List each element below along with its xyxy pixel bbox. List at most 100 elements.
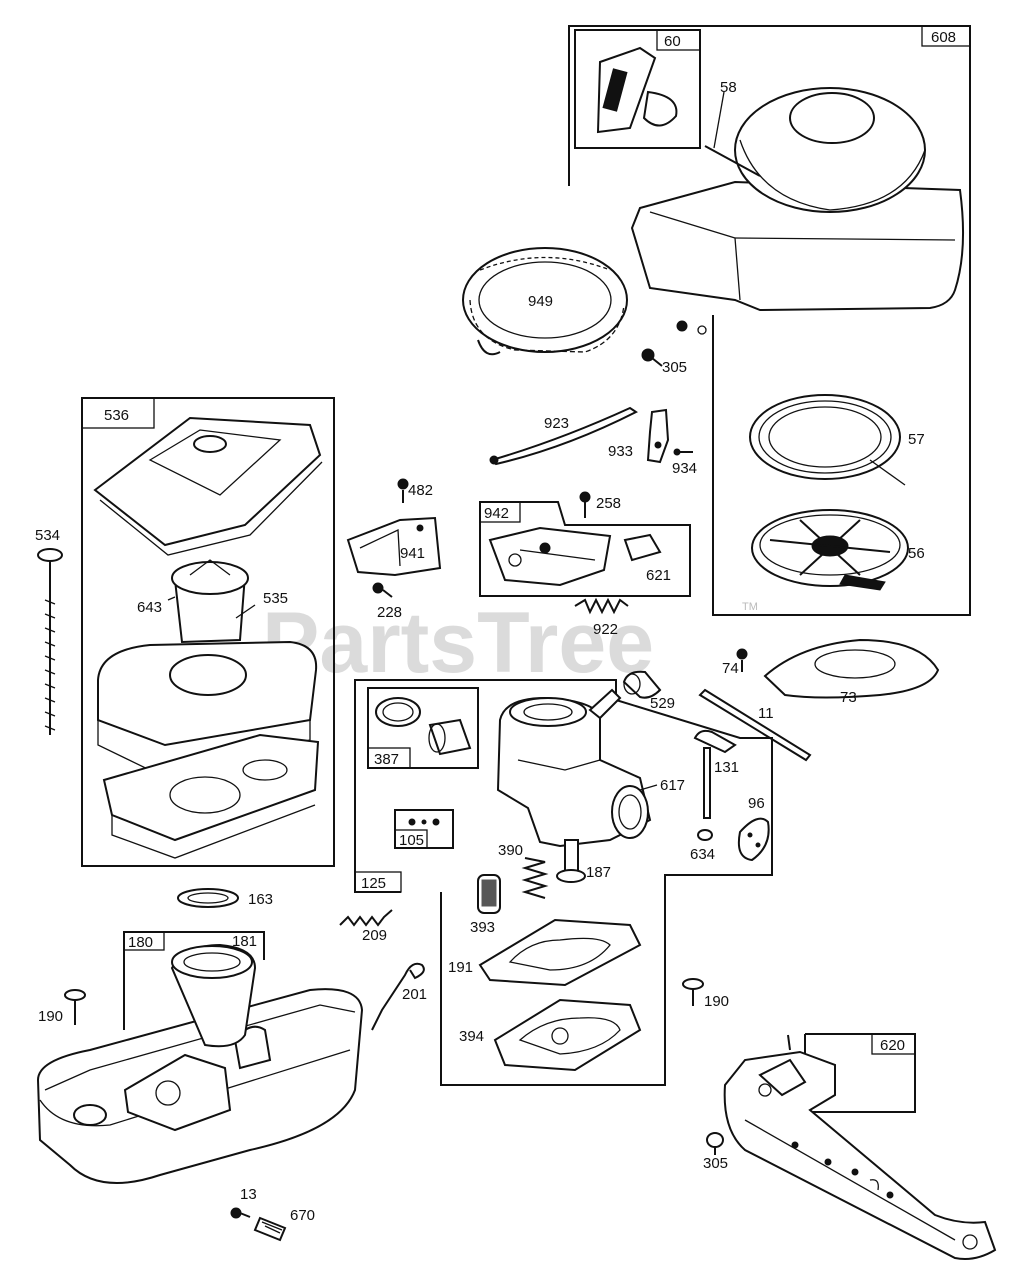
box-180-label: 180 <box>128 934 153 951</box>
part-label-190-right: 190 <box>704 993 729 1010</box>
leader-617 <box>639 784 658 791</box>
part-label-73: 73 <box>840 689 857 706</box>
part-label-643: 643 <box>137 599 162 616</box>
box-608: 608 <box>568 25 971 616</box>
part-label-933: 933 <box>608 443 633 460</box>
blower-housing-part <box>630 87 965 335</box>
carburetor-617-part <box>496 688 652 848</box>
bolt-534-part <box>37 548 63 735</box>
lever-933-part <box>646 408 670 464</box>
box-180: 180 <box>123 931 265 1030</box>
fuel-valve-670-part <box>253 1216 287 1242</box>
box-105-label: 105 <box>399 832 424 849</box>
part-label-181: 181 <box>232 933 257 950</box>
box-942: 942 621 <box>479 501 691 597</box>
part-label-190-left: 190 <box>38 1008 63 1025</box>
part-label-949: 949 <box>528 293 553 310</box>
link-923-part <box>489 406 638 466</box>
spring-58-part <box>704 145 761 177</box>
box-60: 60 <box>574 29 701 149</box>
box-60-tag <box>656 29 701 51</box>
box-105: 105 <box>394 809 454 849</box>
part-label-57: 57 <box>908 431 925 448</box>
part-label-390: 390 <box>498 842 523 859</box>
screw-305-bottom-part <box>706 1132 724 1155</box>
washer-634-part <box>697 829 713 841</box>
part-label-529: 529 <box>650 695 675 712</box>
box-536-tag <box>81 397 155 429</box>
part-label-394: 394 <box>459 1028 484 1045</box>
box-105-tag <box>394 829 428 849</box>
part-label-163: 163 <box>248 891 273 908</box>
starter-pulley-part <box>751 509 909 591</box>
watermark: PartsTree <box>262 595 654 691</box>
leader-643 <box>167 596 176 601</box>
part-label-13: 13 <box>240 1186 257 1203</box>
box-387-tag <box>367 747 411 769</box>
fuel-tank-part <box>36 988 364 1184</box>
box-387-label: 387 <box>374 751 399 768</box>
fitting-13-part <box>230 1207 251 1219</box>
box-125-label: 125 <box>361 875 386 892</box>
part-label-209: 209 <box>362 927 387 944</box>
box-536-label: 536 <box>104 407 129 424</box>
part-label-258: 258 <box>596 495 621 512</box>
part-label-187: 187 <box>586 864 611 881</box>
leader-58 <box>713 91 725 149</box>
part-label-621: 621 <box>646 567 671 584</box>
part-label-922: 922 <box>593 621 618 638</box>
part-label-96: 96 <box>748 795 765 812</box>
gasket-191-part <box>478 918 642 987</box>
box-125: 125 <box>354 679 773 1086</box>
spring-209-part <box>339 909 393 927</box>
box-608-tag <box>921 25 971 47</box>
spring-922-part <box>574 597 629 615</box>
part-label-393: 393 <box>470 919 495 936</box>
box-942-label: 942 <box>484 505 509 522</box>
bracket-941-part <box>346 516 442 577</box>
rotating-screen-part <box>462 247 628 356</box>
leader-535 <box>235 604 256 619</box>
box-620-tag <box>871 1033 916 1055</box>
part-label-934: 934 <box>672 460 697 477</box>
gasket-163-part <box>177 888 239 908</box>
tank-neck-181-part <box>170 943 257 1048</box>
part-label-617: 617 <box>660 777 685 794</box>
screw-934-part <box>673 448 693 456</box>
elbow-529-part <box>622 670 662 699</box>
screw-190-left-part <box>64 989 86 1025</box>
part-label-58: 58 <box>720 79 737 96</box>
part-label-201: 201 <box>402 986 427 1003</box>
diaphragm-394-part <box>493 998 642 1072</box>
part-label-131: 131 <box>714 759 739 776</box>
box-387: 387 <box>367 687 479 769</box>
screw-258-part <box>579 491 591 518</box>
screw-482-part <box>397 478 409 503</box>
part-label-482: 482 <box>408 482 433 499</box>
screw-74-part <box>736 648 748 672</box>
box-608-label: 608 <box>931 29 956 46</box>
lever-131-part <box>693 729 737 819</box>
screw-190-right-part <box>682 978 704 1006</box>
part-label-191: 191 <box>448 959 473 976</box>
part-label-534: 534 <box>35 527 60 544</box>
part-96 <box>737 817 770 862</box>
screw-228-part <box>372 582 393 598</box>
rewind-spring-part <box>749 394 906 486</box>
part-label-941: 941 <box>400 545 425 562</box>
part-label-923: 923 <box>544 415 569 432</box>
part-label-56: 56 <box>908 545 925 562</box>
part-label-634: 634 <box>690 846 715 863</box>
spring-390-part <box>521 857 549 899</box>
part-label-228: 228 <box>377 604 402 621</box>
box-60-label: 60 <box>664 33 681 50</box>
flywheel-cover-73-part <box>763 638 940 699</box>
starter-handle-part <box>596 46 657 134</box>
screw-305-top-part <box>641 348 663 367</box>
part-label-74: 74 <box>722 660 739 677</box>
box-180-tag <box>123 931 165 951</box>
box-536: 536 <box>81 397 335 867</box>
box-942-tag <box>479 501 521 523</box>
box-620-label: 620 <box>880 1037 905 1054</box>
